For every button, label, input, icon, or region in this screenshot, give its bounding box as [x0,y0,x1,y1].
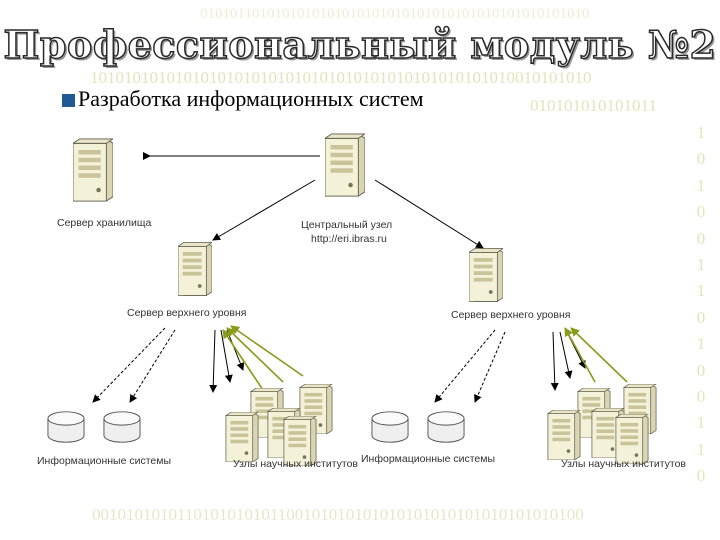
info-systems-right-label: Информационные системы [361,453,495,465]
institutes-right-label: Узлы научных институтов [561,458,686,470]
binary-digit: 1 [696,334,706,354]
binary-background-bottom: 0010101010110101010101100101010101010101… [92,505,584,524]
central-node-server-icon [325,133,365,197]
binary-digit: 0 [696,360,706,380]
database-icon [103,411,141,443]
binary-background-column: 1 0 1 0 0 1 1 0 1 0 0 1 1 0 [690,120,712,490]
upper-server-right-label: Сервер верхнего уровня [451,309,570,321]
network-diagram: Сервер хранилища Центральный узел http:/… [37,133,686,470]
binary-digit: 0 [696,466,706,486]
binary-digit: 0 [696,228,706,248]
binary-digit: 0 [696,387,706,407]
binary-background-row-short: 010101010101011 [530,96,657,115]
upper-server-right-icon [469,248,503,302]
slide-title: Профессиональный модуль №2 [3,21,717,68]
binary-digit: 1 [696,281,706,301]
binary-digit: 1 [696,255,706,275]
binary-digit: 1 [696,175,706,195]
bullet-marker-icon [62,93,75,107]
info-systems-left-label: Информационные системы [37,455,171,467]
binary-digit: 0 [696,307,706,327]
database-icon [47,411,85,443]
archive-server-icon [73,138,113,202]
database-icon [427,411,465,443]
binary-digit: 1 [696,413,706,433]
upper-server-left-label: Сервер верхнего уровня [127,307,246,319]
binary-digit: 1 [696,123,706,142]
bullet-text: Разработка информационных систем [78,86,424,111]
binary-background-row: 1010101010101010101010101010101010101010… [90,68,592,87]
connection-arrows [92,152,628,403]
upper-server-left-icon [178,242,212,296]
central-node-url: http://eri.ibras.ru [311,233,387,245]
binary-digit: 0 [696,149,706,169]
institute-server-icon [615,414,649,464]
binary-background-top: 0101011010101010101010101010101010101010… [200,6,590,22]
institute-server-icon [547,410,581,460]
archive-server-label: Сервер хранилища [57,217,152,229]
bullet-item: Разработка информационных систем [62,86,424,112]
institutes-left-label: Узлы научных институтов [233,458,358,470]
institute-server-icon [225,412,259,462]
central-node-label: Центральный узел [301,219,392,231]
database-icon [371,411,409,443]
binary-digit: 1 [696,439,706,459]
binary-digit: 0 [696,202,706,222]
